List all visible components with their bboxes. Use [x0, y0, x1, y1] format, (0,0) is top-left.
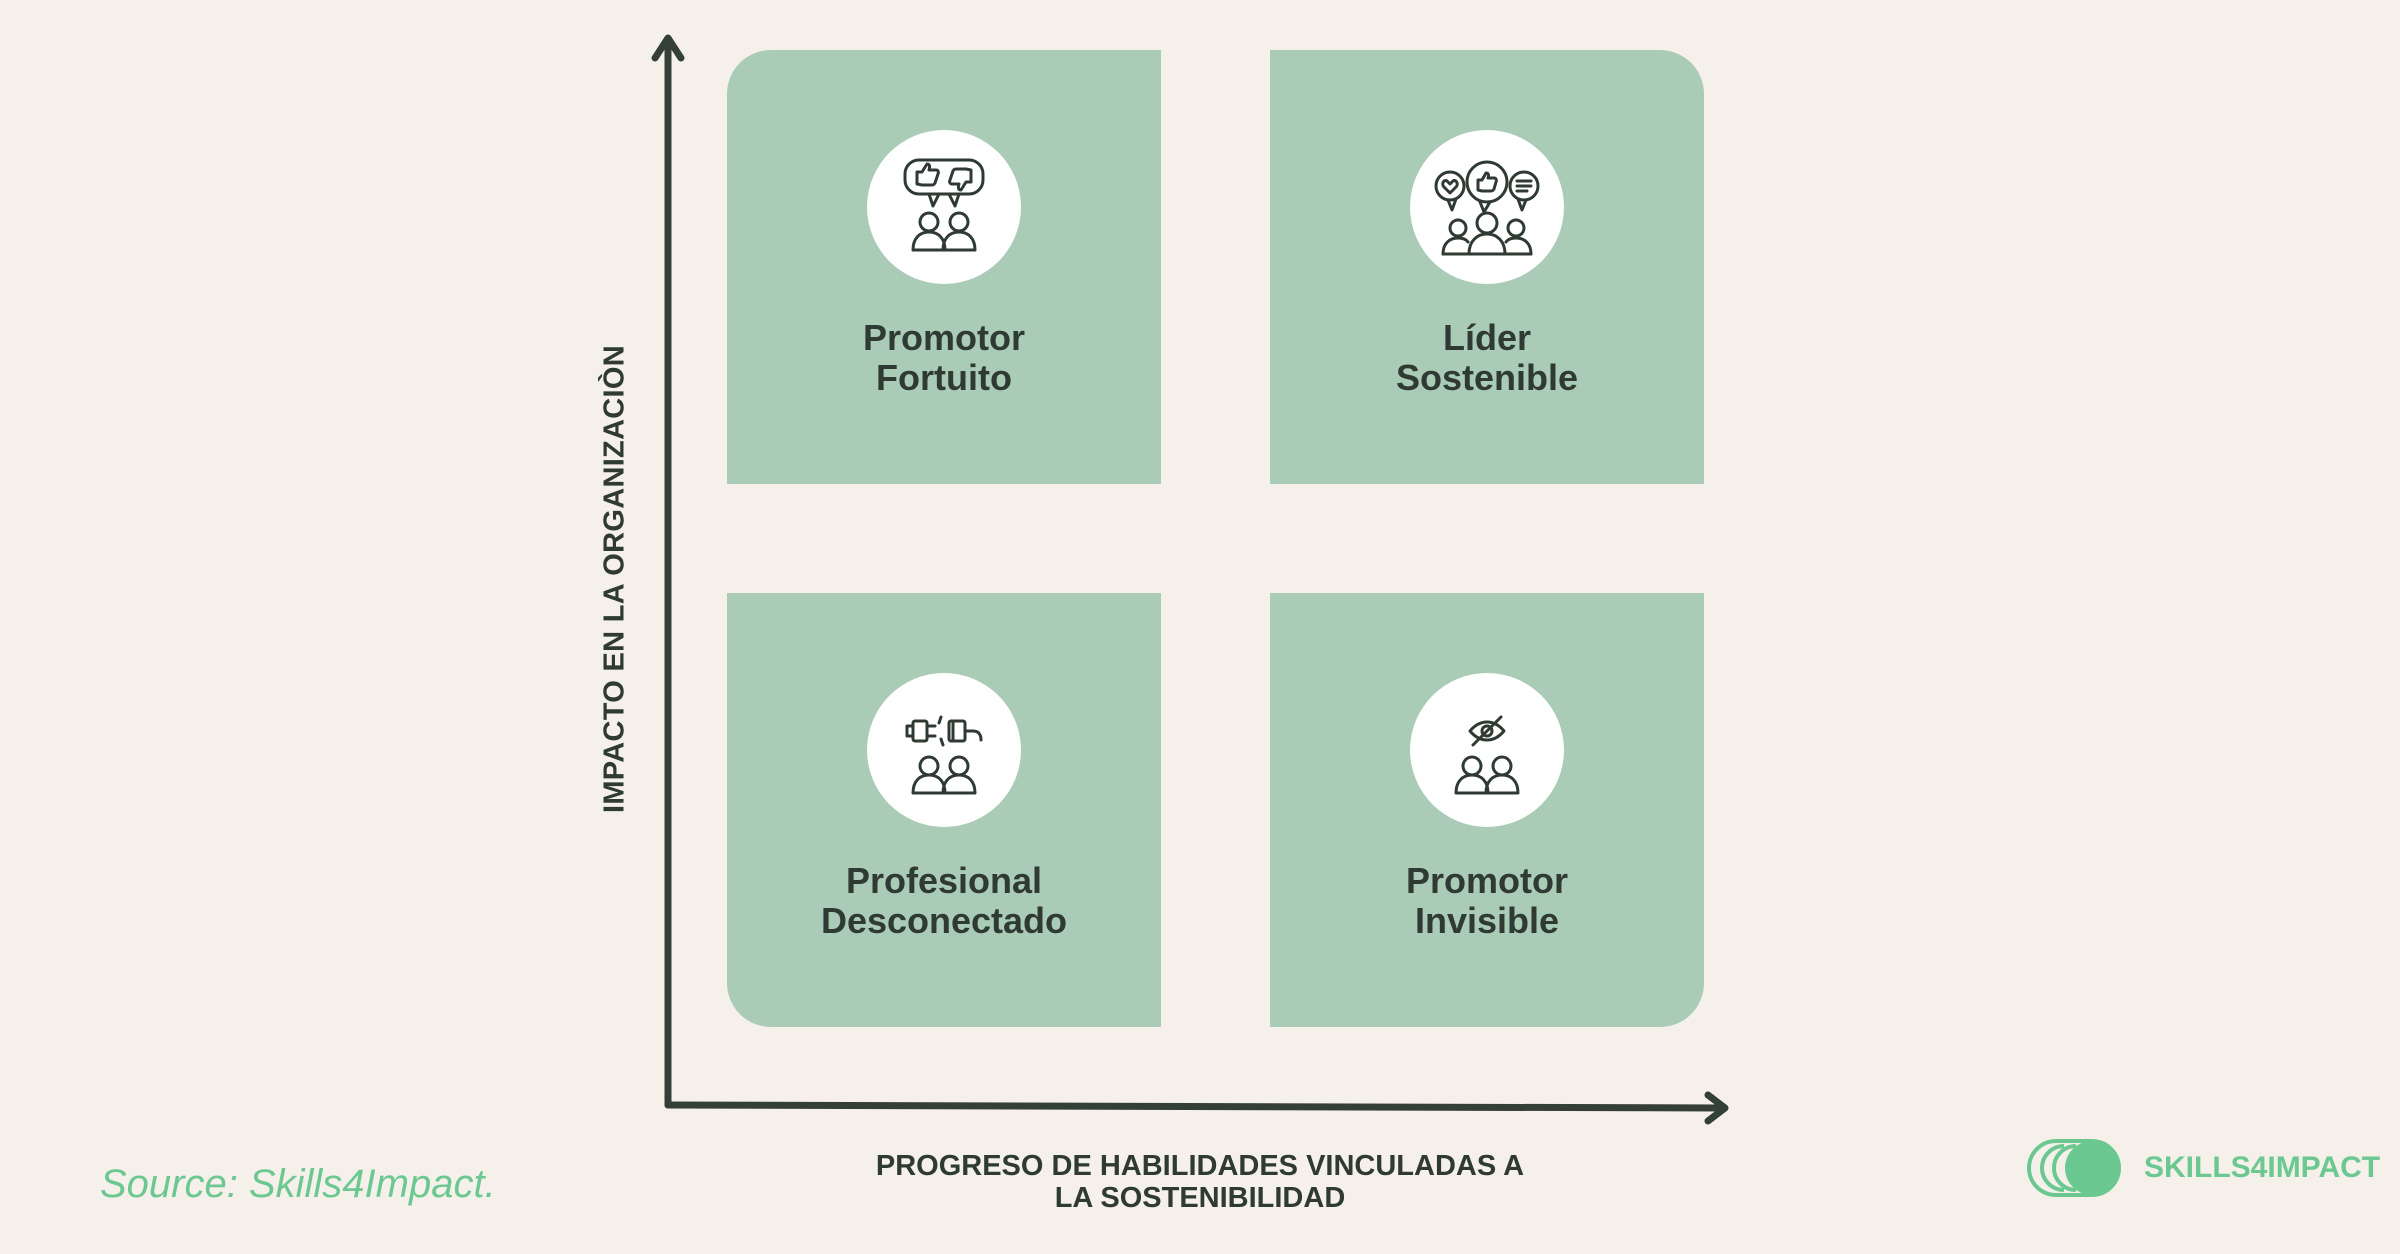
group-feedback-icon [1410, 130, 1564, 284]
label-line-1: Promotor [863, 317, 1025, 358]
quadrant-profesional-desconectado: Profesional Desconectado [727, 593, 1161, 1027]
label-line-1: Promotor [1406, 860, 1568, 901]
y-axis-label: IMPACTO EN LA ORGANIZACIÒN [598, 344, 631, 814]
label-line-2: Invisible [1414, 900, 1560, 941]
hidden-eye-people-icon [1410, 673, 1564, 827]
label-line-2: Sostenible [1395, 357, 1579, 398]
thumbs-up-down-people-icon [867, 130, 1021, 284]
brand-name: SKILLS4IMPACT [2144, 1151, 2381, 1184]
label-line-1: Profesional [845, 860, 1043, 901]
quadrant-label: Promotor Fortuito [727, 318, 1161, 398]
quadrant-promotor-fortuito: Promotor Fortuito [727, 50, 1161, 484]
x-axis-arrowhead [1704, 1091, 1729, 1125]
quadrant-label: Profesional Desconectado [717, 861, 1171, 941]
x-axis-label-line-1: PROGRESO DE HABILIDADES VINCULADAS A [875, 1150, 1525, 1182]
label-line-2: Fortuito [876, 357, 1012, 398]
x-axis-label: PROGRESO DE HABILIDADES VINCULADAS A LA … [780, 1150, 1620, 1214]
label-line-1: Líder [1442, 317, 1531, 358]
quadrant-lider-sostenible: Líder Sostenible [1270, 50, 1704, 484]
x-axis-label-line-2: LA SOSTENIBILIDAD [1054, 1182, 1346, 1214]
unplugged-people-icon [867, 673, 1021, 827]
y-axis [651, 34, 685, 1109]
brand: SKILLS4IMPACT [2016, 1138, 2380, 1198]
quadrant-promotor-invisible: Promotor Invisible [1270, 593, 1704, 1027]
label-line-2: Desconectado [820, 900, 1068, 941]
quadrant-label: Promotor Invisible [1270, 861, 1704, 941]
x-axis [664, 1091, 1729, 1125]
source-note: Source: Skills4Impact. [100, 1162, 496, 1206]
quadrant-label: Líder Sostenible [1270, 318, 1704, 398]
y-axis-arrowhead [651, 34, 685, 62]
skills4impact-logo-icon [2027, 1139, 2121, 1197]
